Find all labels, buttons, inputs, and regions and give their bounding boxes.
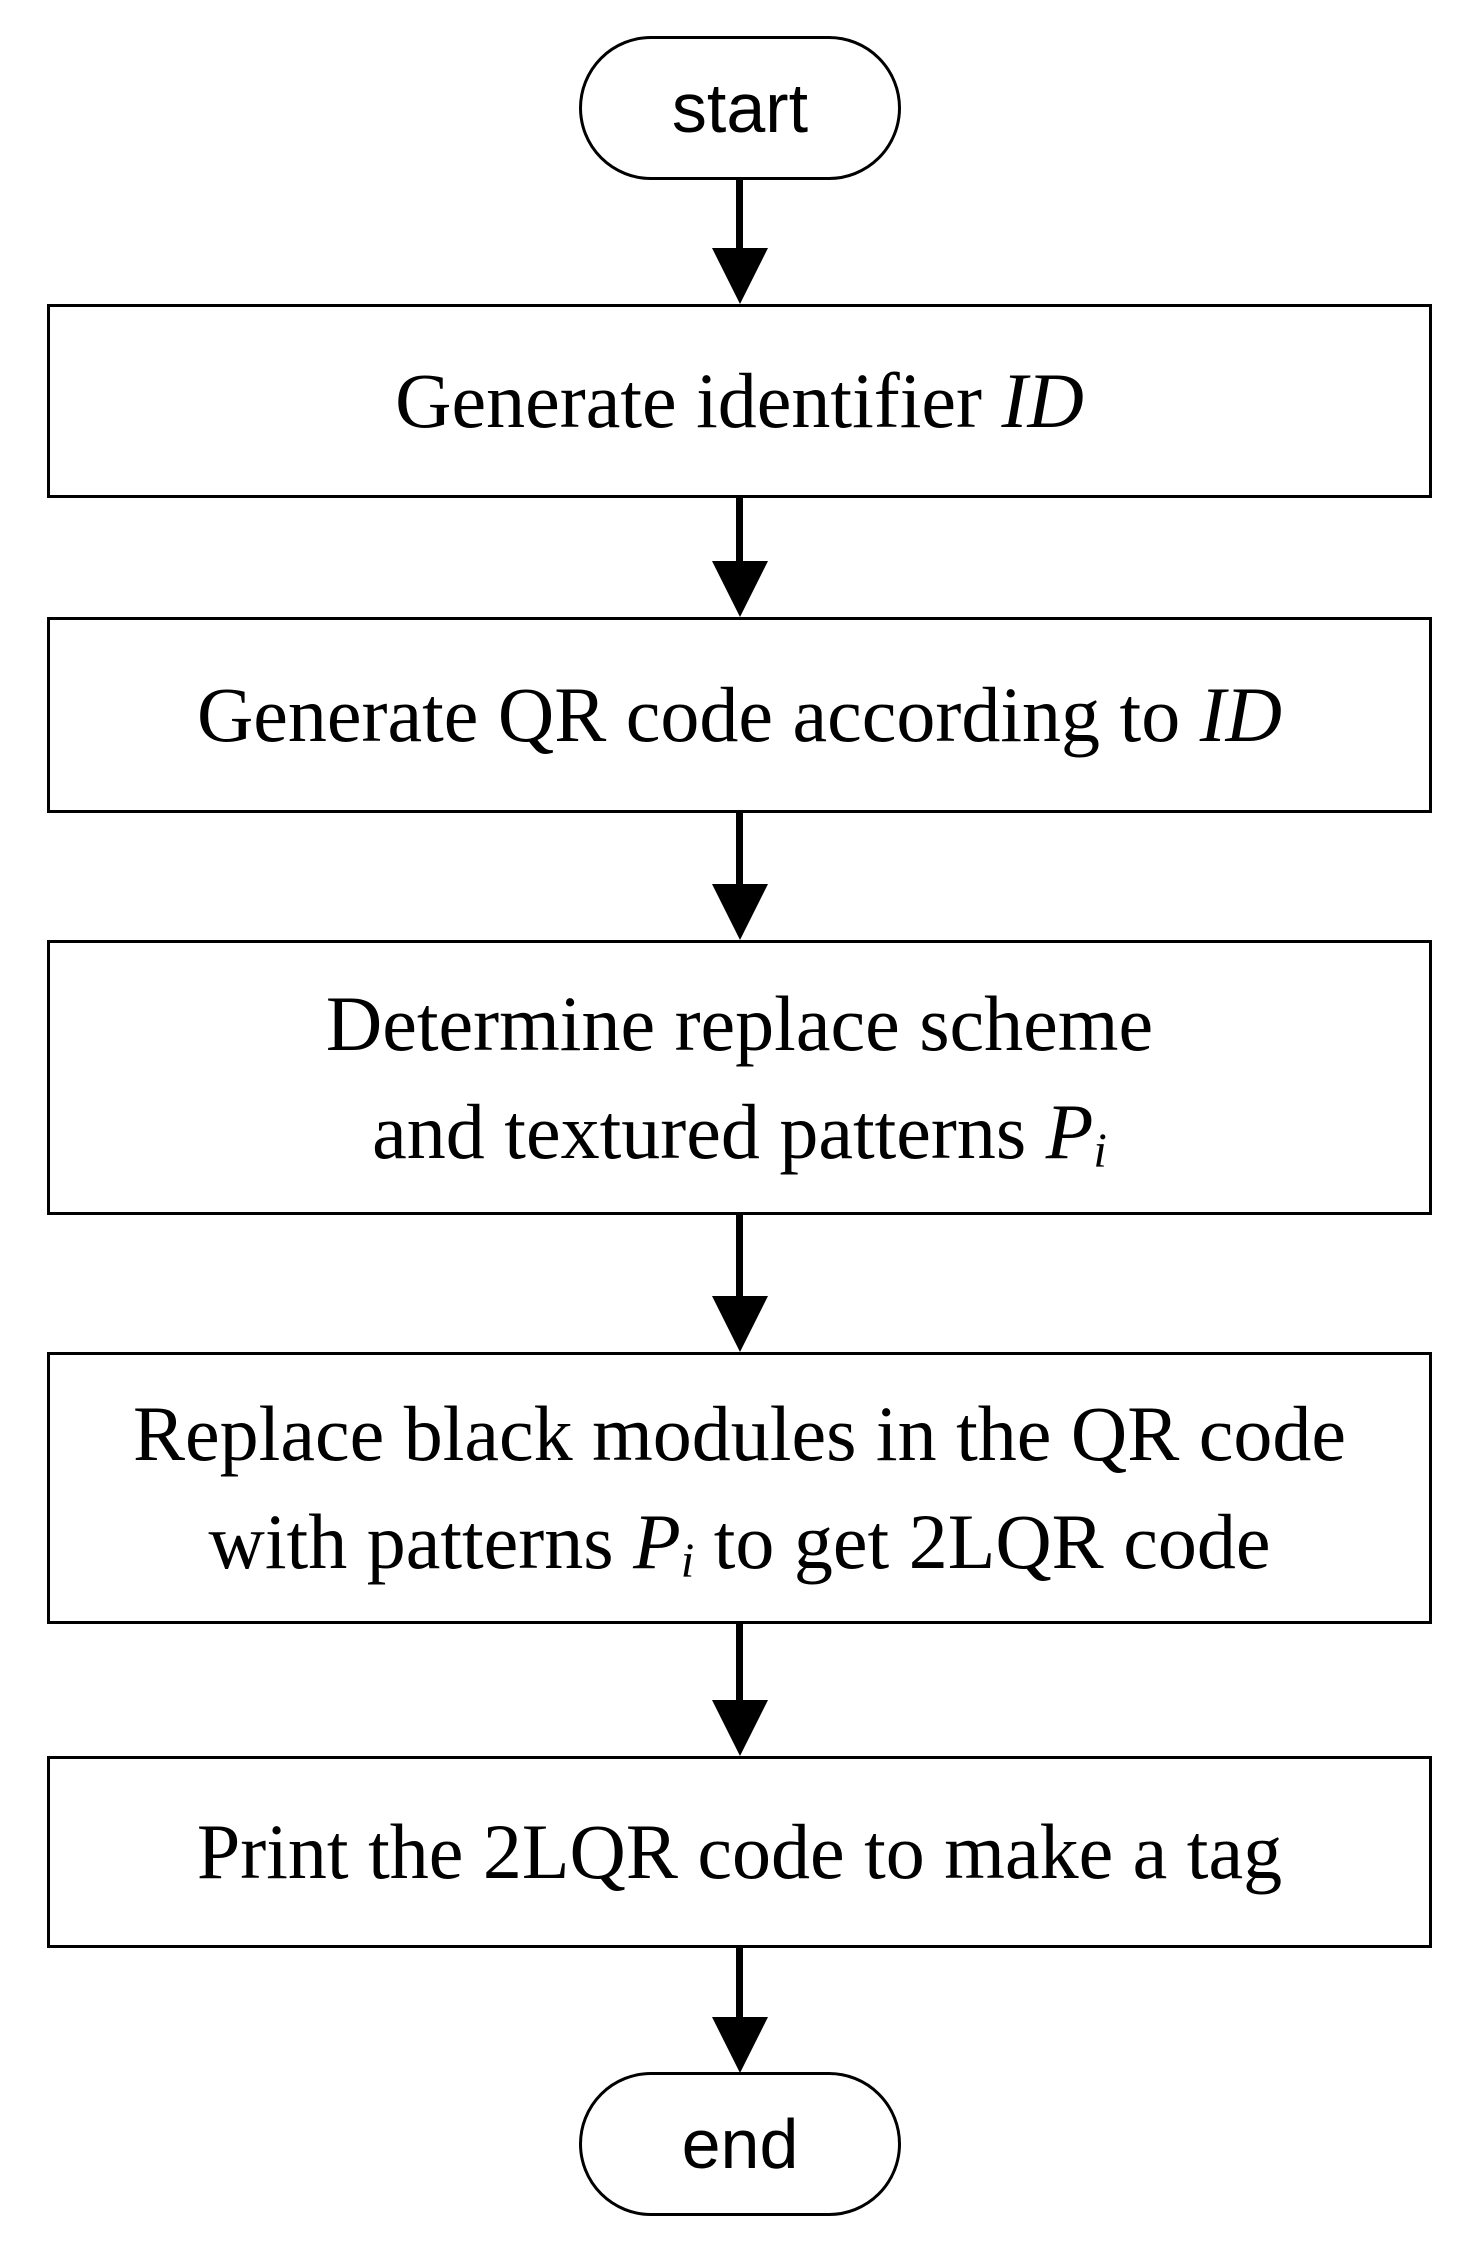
arrowhead-down-icon bbox=[711, 2017, 768, 2073]
step-text: to get 2LQR code bbox=[694, 1498, 1271, 1585]
process-text: Generate identifier ID bbox=[395, 347, 1084, 455]
step-text: and textured patterns bbox=[372, 1087, 1046, 1175]
arrowhead-down-icon bbox=[711, 1700, 768, 1756]
variable-id: ID bbox=[1199, 671, 1283, 759]
arrowhead-down-icon bbox=[711, 884, 768, 940]
variable-p: P bbox=[633, 1498, 681, 1585]
flow-arrow-step1-to-step2 bbox=[711, 498, 768, 617]
variable-id: ID bbox=[1001, 357, 1084, 445]
process-text-line2: and textured patterns Pi bbox=[372, 1078, 1107, 1186]
arrow-line bbox=[736, 498, 743, 563]
step-text: Print the 2LQR code to make a tag bbox=[196, 1808, 1283, 1896]
process-print-tag: Print the 2LQR code to make a tag bbox=[47, 1756, 1432, 1948]
process-text-line2: with patterns Pi to get 2LQR code bbox=[209, 1488, 1271, 1596]
process-replace-black-modules: Replace black modules in the QR code wit… bbox=[47, 1352, 1432, 1624]
arrow-line bbox=[736, 1215, 743, 1298]
step-text: Determine replace scheme bbox=[325, 979, 1154, 1067]
arrowhead-down-icon bbox=[711, 248, 768, 304]
step-text: Replace black modules in the QR code bbox=[133, 1390, 1346, 1478]
flow-arrow-step5-to-end bbox=[711, 1948, 768, 2073]
process-text-line1: Determine replace scheme bbox=[326, 970, 1153, 1078]
end-terminal: end bbox=[579, 2072, 901, 2216]
step-text: Generate identifier bbox=[395, 357, 1002, 445]
start-terminal: start bbox=[579, 36, 901, 180]
start-terminal-label: start bbox=[671, 69, 809, 147]
flow-arrow-step3-to-step4 bbox=[711, 1215, 768, 1352]
arrowhead-down-icon bbox=[711, 1296, 768, 1352]
process-text: Generate QR code according to ID bbox=[197, 661, 1282, 769]
process-determine-replace-scheme: Determine replace scheme and textured pa… bbox=[47, 940, 1432, 1215]
process-text: Print the 2LQR code to make a tag bbox=[197, 1798, 1282, 1906]
arrowhead-down-icon bbox=[711, 561, 768, 617]
step-text: with patterns bbox=[208, 1498, 634, 1585]
process-generate-identifier: Generate identifier ID bbox=[47, 304, 1432, 498]
variable-p: P bbox=[1045, 1087, 1094, 1175]
process-text-line1: Replace black modules in the QR code bbox=[133, 1380, 1346, 1488]
flow-arrow-step4-to-step5 bbox=[711, 1624, 768, 1756]
variable-p-subscript: i bbox=[1093, 1124, 1107, 1178]
variable-p-subscript: i bbox=[680, 1534, 695, 1588]
arrow-line bbox=[736, 180, 743, 250]
arrow-line bbox=[736, 1948, 743, 2019]
flow-arrow-step2-to-step3 bbox=[711, 813, 768, 940]
process-generate-qr-code: Generate QR code according to ID bbox=[47, 617, 1432, 813]
arrow-line bbox=[736, 813, 743, 886]
step-text: Generate QR code according to bbox=[196, 671, 1200, 759]
end-terminal-label: end bbox=[681, 2105, 799, 2183]
flow-arrow-start-to-step1 bbox=[711, 180, 768, 304]
arrow-line bbox=[736, 1624, 743, 1702]
